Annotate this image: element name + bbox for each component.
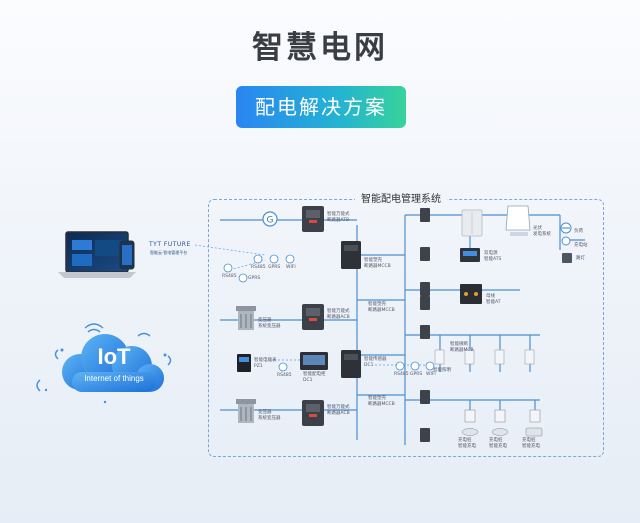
ev-charger-2-icon (494, 409, 506, 423)
car-1-icon (461, 428, 479, 436)
small-meter-icon (562, 253, 572, 263)
comm-label: RS485 (277, 373, 292, 378)
car-2-icon (491, 428, 509, 436)
device-label: 智能万能式断路器ATB (327, 212, 350, 223)
device-label: 充电桩智能充电 (489, 438, 507, 449)
brand-subtitle: 智能云·智电管理平台 (150, 250, 188, 255)
device-label: 充电站 (574, 243, 588, 248)
device-label: 变压器系统变压器 (258, 318, 281, 329)
comm-label: GPRS (268, 265, 281, 270)
ev-chargers (464, 409, 541, 423)
device-label: 充电桩智能充电 (458, 438, 476, 449)
iot-cloud-icon (62, 334, 164, 392)
device-label: 充电桩智能充电 (522, 438, 540, 449)
mccb-5-icon (420, 325, 430, 339)
wifi-icon-2 (425, 361, 435, 371)
pv-panel-icon (505, 205, 531, 236)
iot-title: IoT (97, 344, 131, 369)
comm-label: GPRS (410, 372, 423, 377)
device-label: 智能万能式断路器ACB (327, 309, 350, 320)
mcb-4-icon (524, 349, 535, 365)
iot-subtitle: Internet of things (84, 374, 144, 383)
generator-icon: G (262, 211, 278, 227)
comm-links (194, 244, 430, 366)
svg-text:G: G (267, 216, 274, 226)
mccb-4-icon (420, 296, 430, 310)
device-label: 智能万能式断路器ACB (327, 405, 350, 416)
device-label: 母线智能AT (486, 294, 501, 305)
device-label: 路灯 (576, 256, 585, 261)
phone-icon (119, 240, 135, 270)
vehicles (461, 427, 543, 437)
device-label: 双电源智能ATS (484, 251, 502, 262)
device-label: 智能塑壳断路器MCCB (364, 258, 391, 269)
transformer-1-icon (236, 306, 256, 330)
cabinet-mid-icon (341, 350, 361, 378)
mccb-breakers (420, 208, 430, 442)
mcb-3-icon (494, 349, 505, 365)
comm-label: RS485 (251, 265, 266, 270)
grid-node-icon (560, 222, 572, 234)
comm-label: RS485 (394, 372, 409, 377)
mccb-6-icon (420, 390, 430, 404)
page-title: 智慧电网 (252, 30, 388, 66)
device-label: 智能微断断路器MCB (450, 342, 474, 353)
transformer-2-icon (236, 399, 256, 423)
rs485-icon-2 (223, 263, 233, 273)
system-title: 智能配电管理系统 (355, 190, 447, 205)
device-label: 负荷 (574, 229, 583, 234)
acb-breaker-mid-icon (302, 304, 324, 330)
mcb-1-icon (434, 349, 445, 365)
mcb-modules (434, 349, 535, 365)
mccb-2-icon (420, 247, 430, 261)
mccb-1-icon (420, 208, 430, 222)
mcb-2-icon (464, 349, 475, 365)
comm-label: WIFI (286, 265, 296, 270)
device-label: 光伏发电系统 (533, 226, 551, 237)
brand-name: TYT FUTURE (149, 241, 191, 248)
bus-device-icon (460, 284, 482, 304)
wifi-icon-1 (285, 254, 295, 264)
rs485-icon-4 (395, 361, 405, 371)
ev-charger-1-icon (464, 409, 476, 423)
subtitle-banner: 配电解决方案 (236, 86, 406, 128)
mccb-7-icon (420, 428, 430, 442)
comm-label: GPRS (248, 276, 261, 281)
switch-icon (561, 236, 571, 246)
device-label: 智能塑壳断路器MCCB (368, 302, 395, 313)
device-label: 智能照明 (433, 368, 451, 373)
mccb-3-icon (420, 282, 430, 296)
wifi-signal-icons (36, 323, 172, 392)
comm-label: WIFI (426, 372, 436, 377)
laptop-icon (58, 231, 136, 278)
device-label: 智能塑壳断路器MCCB (368, 396, 395, 407)
cabinet-top-icon (341, 241, 361, 269)
device-label: 变压器系统变压器 (258, 410, 281, 421)
rs485-icon-3 (278, 362, 288, 372)
acb-breaker-bot-icon (302, 400, 324, 426)
display-panel-icon (300, 352, 328, 370)
gprs-icon-3 (410, 361, 420, 371)
meter-icon (237, 354, 251, 372)
acb-breaker-top-icon (302, 206, 324, 232)
iot-dots (44, 348, 167, 404)
gprs-icon-1 (269, 254, 279, 264)
outdoor-cabinet-icon (461, 209, 483, 237)
bus-vehicle-icon (525, 427, 543, 437)
comm-label: RS485 (222, 274, 237, 279)
ats-device-icon (460, 248, 480, 262)
rs485-icon-1 (253, 254, 263, 264)
comm-icons (223, 254, 435, 372)
ev-charger-3-icon (529, 409, 541, 423)
gprs-icon-2 (238, 273, 248, 283)
